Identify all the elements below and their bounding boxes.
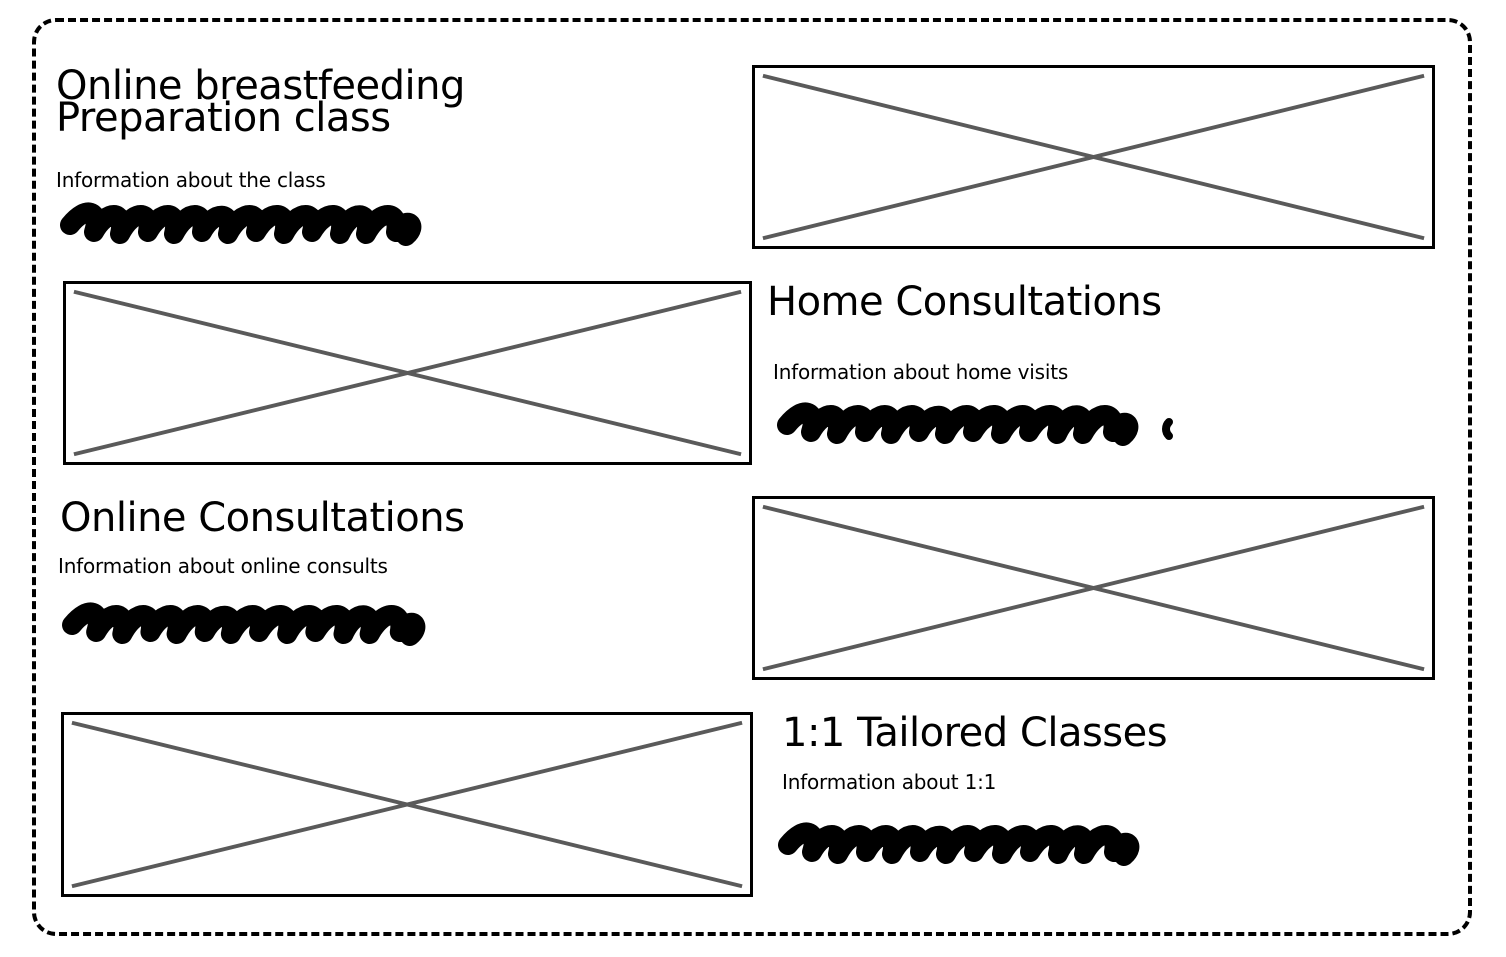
section-info-tailored-classes: Information about 1:1 bbox=[782, 770, 997, 794]
image-placeholder-icon bbox=[61, 712, 753, 897]
scribble-text-placeholder bbox=[774, 820, 1140, 870]
section-title-breastfeeding-class: Online breastfeeding Preparation class bbox=[56, 63, 465, 141]
section-title-home-consultations: Home Consultations bbox=[767, 279, 1162, 325]
scribble-text-placeholder bbox=[56, 200, 422, 250]
image-placeholder-icon bbox=[63, 281, 752, 465]
dashed-container bbox=[32, 18, 1472, 936]
section-title-online-consultations: Online Consultations bbox=[60, 495, 465, 541]
image-placeholder-icon bbox=[752, 65, 1435, 249]
section-info-home-consultations: Information about home visits bbox=[773, 360, 1069, 384]
scribble-text-placeholder bbox=[773, 400, 1173, 450]
section-info-online-consultations: Information about online consults bbox=[58, 554, 388, 578]
image-placeholder-icon bbox=[752, 496, 1435, 680]
section-info-breastfeeding-class: Information about the class bbox=[56, 168, 326, 192]
scribble-text-placeholder bbox=[58, 600, 426, 650]
section-title-tailored-classes: 1:1 Tailored Classes bbox=[782, 710, 1168, 756]
